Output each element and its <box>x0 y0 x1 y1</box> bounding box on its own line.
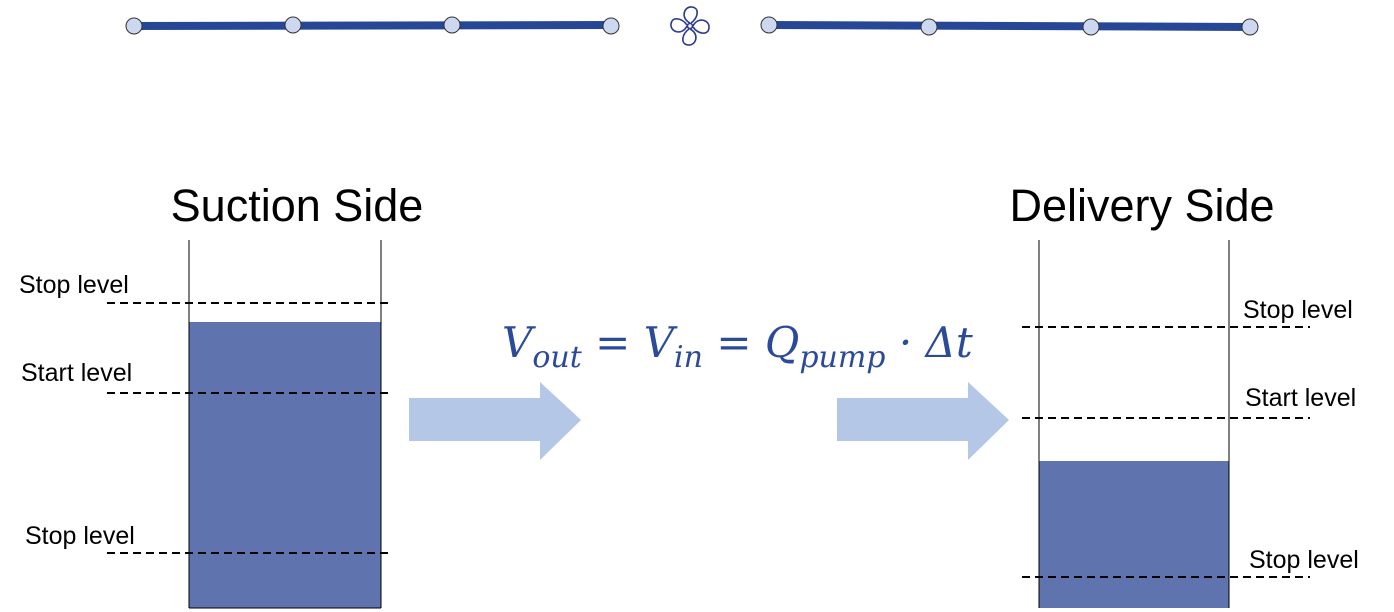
suction-start-label: Start level <box>21 359 133 387</box>
pipe-node <box>125 17 143 35</box>
flow-arrow-left <box>409 382 581 460</box>
pipe-node <box>602 17 620 35</box>
delivery-stop-top-label: Stop level <box>1243 296 1353 324</box>
delivery-side-title: Delivery Side <box>1009 180 1275 231</box>
suction-tank <box>107 240 393 609</box>
pipe-node <box>1082 18 1100 36</box>
volume-equation: Vout = Vin = Qpump · Δt <box>502 318 973 375</box>
delivery-stop-bottom-label: Stop level <box>1249 546 1359 574</box>
delivery-water <box>1039 461 1229 608</box>
pipe-node <box>920 18 938 36</box>
suction-pipe <box>125 16 620 35</box>
suction-stop-top-label: Stop level <box>19 271 129 299</box>
pipe-node <box>1241 18 1259 36</box>
pipe-node <box>284 16 302 34</box>
flow-arrow-right <box>837 382 1009 460</box>
pipe-node <box>760 16 778 34</box>
suction-side-title: Suction Side <box>170 180 424 231</box>
pipe-node <box>443 16 461 34</box>
suction-stop-bottom-label: Stop level <box>25 522 135 550</box>
suction-water <box>189 322 381 608</box>
delivery-start-label: Start level <box>1245 384 1357 412</box>
delivery-pipe <box>760 16 1259 36</box>
delivery-tank <box>1022 240 1310 608</box>
fan-icon <box>670 6 710 46</box>
